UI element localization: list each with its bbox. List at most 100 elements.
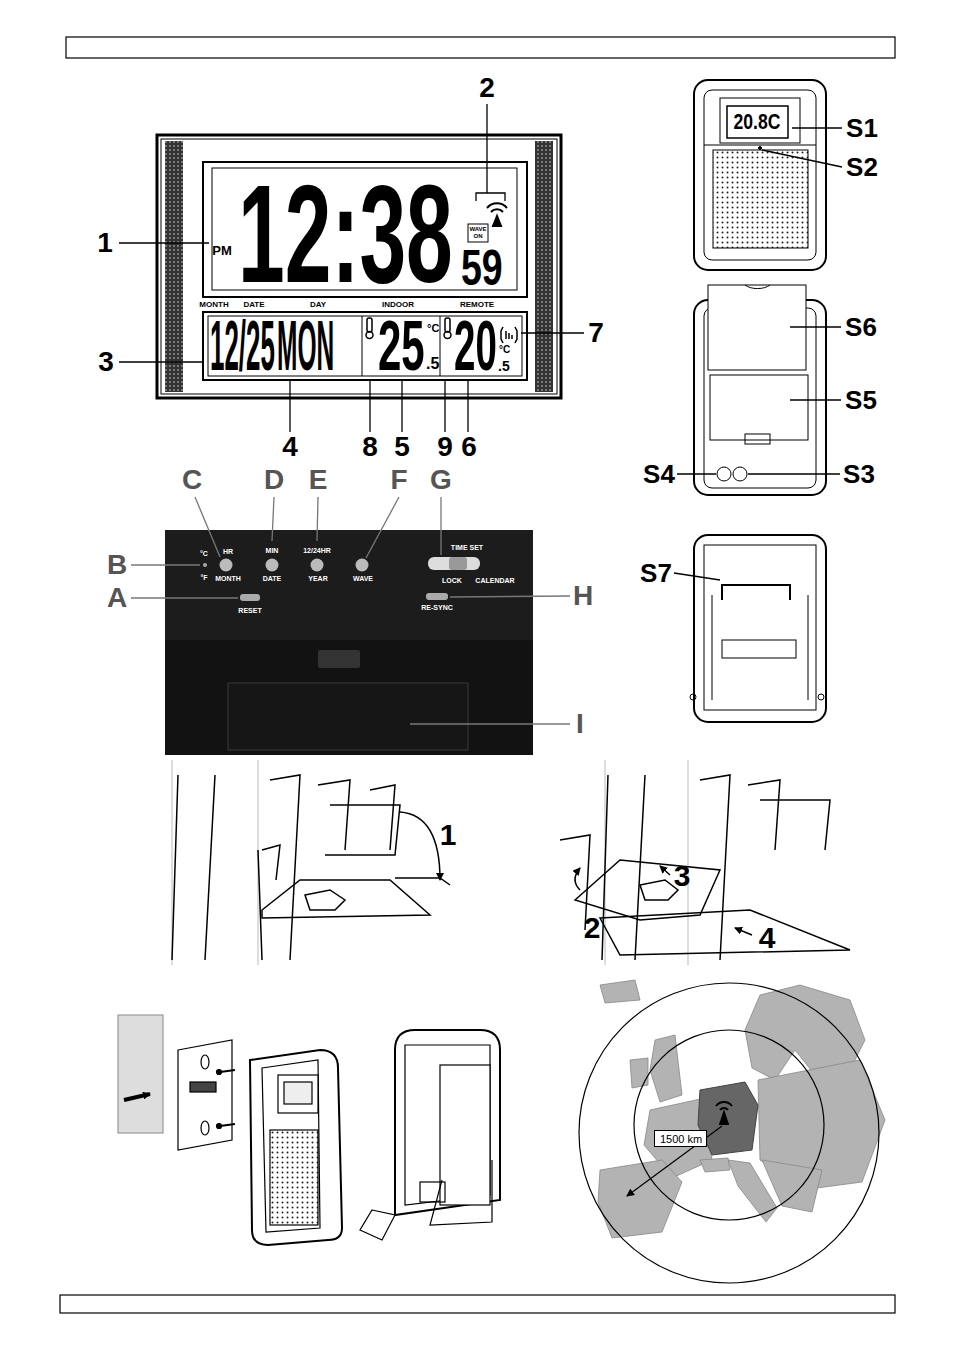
art-line — [792, 127, 842, 128]
art-path — [600, 980, 640, 1003]
art-path — [305, 890, 345, 910]
art-line — [131, 597, 238, 598]
callout-label: S4 — [643, 461, 675, 487]
crop-lines — [172, 760, 688, 965]
art-rect — [535, 141, 553, 392]
sensor-leaders — [674, 128, 842, 580]
art-rect — [165, 530, 533, 755]
callout-number: 2 — [479, 74, 495, 102]
column-header: REMOTE — [460, 301, 494, 309]
art-path — [748, 780, 780, 850]
art-rect — [157, 135, 561, 398]
lcd-digits: 59 — [461, 243, 503, 293]
art-line — [790, 399, 841, 400]
art-circle — [717, 467, 731, 481]
switch-label: CALENDAR — [475, 577, 514, 584]
art-g — [716, 1102, 732, 1124]
art-line — [674, 573, 720, 580]
art-path — [430, 1160, 492, 1225]
callout-letter: I — [576, 710, 584, 738]
art-path — [760, 800, 830, 850]
art-line — [627, 1126, 722, 1196]
art-circle — [366, 332, 373, 339]
art-line — [119, 242, 209, 243]
lcd-digits: 20 — [454, 311, 497, 381]
art-line — [450, 596, 570, 597]
art-rect — [118, 1015, 163, 1133]
art-circle — [818, 694, 824, 700]
art-line — [369, 381, 370, 432]
art-rect — [318, 650, 360, 668]
callout-letter: C — [182, 466, 202, 494]
callout-label: S6 — [845, 314, 877, 340]
art-path — [172, 775, 262, 960]
art-path — [630, 1058, 648, 1088]
signal-icon — [501, 327, 517, 343]
step-number: 3 — [674, 861, 691, 891]
art-path — [491, 209, 503, 212]
art-path — [515, 327, 517, 343]
step-number: 4 — [759, 923, 776, 953]
art-line — [119, 361, 203, 362]
art-path — [501, 327, 503, 343]
art-path — [722, 585, 790, 600]
art-circle — [311, 559, 324, 572]
art-path — [250, 1050, 342, 1245]
art-path — [395, 1030, 500, 1215]
art-rect — [284, 1082, 312, 1104]
art-path — [716, 1102, 732, 1106]
callout-label: S3 — [843, 461, 875, 487]
sensor-display: 20.8C — [734, 111, 781, 133]
clock-front — [157, 135, 561, 398]
europe-map — [579, 980, 885, 1283]
button-label: °C — [200, 550, 208, 557]
art-line — [317, 497, 318, 541]
callout-letter: F — [390, 466, 407, 494]
art-rect — [228, 683, 468, 750]
art-rect — [240, 594, 260, 601]
art-line — [748, 473, 840, 474]
art-rect — [66, 37, 895, 58]
art-rect — [720, 98, 800, 143]
callout-letter: A — [107, 584, 127, 612]
antenna-icon — [487, 203, 507, 226]
column-header: DATE — [243, 301, 264, 309]
art-rect — [445, 318, 450, 332]
distance-box: 1500 km — [654, 1130, 707, 1147]
callout-label: S1 — [846, 115, 878, 141]
button-label: °F — [200, 574, 207, 581]
step-number: 1 — [440, 820, 457, 850]
art-line — [508, 333, 510, 339]
art-path — [640, 880, 678, 900]
callout-label: S7 — [640, 560, 672, 586]
art-circle — [759, 147, 762, 150]
art-path — [395, 878, 450, 885]
art-line — [467, 381, 468, 432]
art-line — [410, 723, 570, 724]
art-circle — [690, 694, 696, 700]
art-line — [366, 497, 399, 558]
callout-number: 6 — [461, 433, 477, 461]
callout-label: S5 — [845, 387, 877, 413]
art-rect — [278, 1075, 318, 1113]
callout-number: 3 — [98, 348, 114, 376]
art-path — [405, 1045, 490, 1205]
lcd-text: PM — [212, 244, 232, 257]
art-line — [677, 473, 716, 474]
art-circle — [217, 1124, 222, 1129]
art-path — [318, 780, 395, 850]
sensor-back — [694, 285, 826, 495]
art-g — [598, 980, 885, 1238]
art-path — [487, 203, 507, 208]
art-circle — [444, 332, 451, 339]
switch-label: LOCK — [442, 577, 462, 584]
clock-leaders — [119, 104, 584, 432]
button-label: HR — [223, 548, 233, 555]
callout-number: 7 — [588, 319, 604, 347]
callout-number: 1 — [97, 229, 113, 257]
lcd-digits: .5 — [426, 356, 439, 372]
art-rect — [722, 640, 796, 658]
callout-number: 9 — [437, 433, 453, 461]
art-circle — [203, 563, 207, 567]
